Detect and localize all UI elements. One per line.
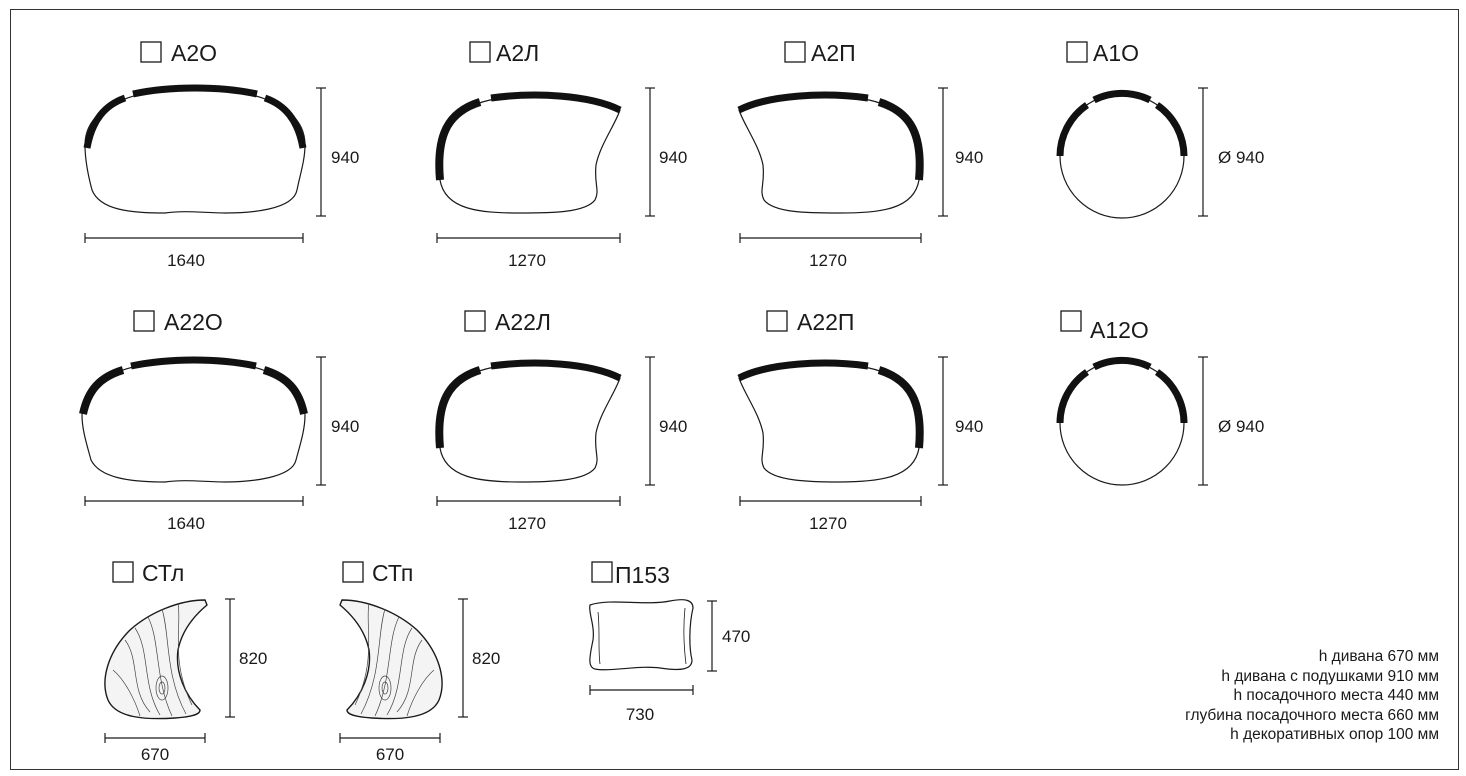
module-stp: СТп 820 670	[339, 560, 500, 764]
backrest-segment	[1056, 369, 1090, 424]
diameter-label: Ø 940	[1218, 148, 1264, 167]
backrest-segment	[435, 366, 482, 449]
backrest-segment	[490, 359, 622, 382]
module-code: А22П	[797, 309, 854, 335]
backrest-segment	[737, 359, 869, 382]
width-label: 1640	[167, 251, 205, 270]
backrest-segment	[737, 91, 869, 114]
module-a12o: А12О Ø 940	[1056, 310, 1264, 486]
width-label: 1640	[167, 514, 205, 533]
backrest-segment	[877, 366, 924, 449]
spec-line: h дивана 670 мм	[1318, 648, 1439, 665]
seat-outline	[738, 95, 921, 214]
specifications-block: h дивана 670 мм h дивана с подушками 910…	[1185, 647, 1439, 745]
module-a2o: А2О 940 1640	[83, 40, 359, 270]
backrest-segment	[1092, 89, 1152, 104]
side-table-outline	[104, 599, 208, 720]
height-label: 940	[331, 148, 359, 167]
seat-outline	[438, 363, 621, 483]
module-a22p: А22П 940 1270	[737, 309, 983, 533]
height-label: 470	[722, 627, 750, 646]
seat-outline	[81, 359, 306, 483]
module-code: А12О	[1090, 317, 1149, 343]
backrest-segment	[1154, 369, 1188, 424]
backrest-segment	[877, 98, 924, 181]
wood-grain-texture	[354, 602, 435, 717]
height-label: 940	[659, 417, 687, 436]
backrest-segment	[1056, 102, 1090, 157]
module-checkbox[interactable]	[1060, 310, 1082, 332]
width-label: 1270	[809, 514, 847, 533]
module-code: А22О	[164, 309, 223, 335]
height-label: 940	[955, 148, 983, 167]
backrest-segment	[1154, 102, 1188, 157]
module-stl: СТл 820 670	[104, 560, 267, 764]
cushion-outline	[589, 599, 694, 671]
module-checkbox[interactable]	[469, 41, 491, 63]
module-a2l: А2Л 940 1270	[435, 40, 687, 270]
backrest-segment	[83, 94, 127, 149]
module-checkbox[interactable]	[464, 310, 486, 332]
module-a22o: А22О 940 1640	[79, 309, 359, 533]
module-checkbox[interactable]	[133, 310, 155, 332]
module-a22l: А22Л 940 1270	[435, 309, 687, 533]
height-label: 940	[659, 148, 687, 167]
spec-line: глубина посадочного места 660 мм	[1185, 706, 1439, 724]
module-checkbox[interactable]	[784, 41, 806, 63]
side-table-outline	[339, 599, 443, 720]
module-a1o: А1О Ø 940	[1056, 40, 1264, 219]
width-label: 670	[141, 745, 169, 764]
width-label: 730	[626, 705, 654, 724]
module-checkbox[interactable]	[766, 310, 788, 332]
backrest-segment	[132, 84, 258, 98]
module-checkbox[interactable]	[112, 561, 134, 583]
width-label: 670	[376, 745, 404, 764]
seat-outline	[438, 95, 621, 214]
height-label: 820	[472, 649, 500, 668]
cushion-seam	[597, 611, 601, 665]
backrest-segment	[130, 356, 257, 370]
spec-line: h дивана с подушками 910 мм	[1221, 667, 1439, 685]
backrest-segment	[79, 366, 125, 415]
wood-grain-texture	[112, 602, 193, 717]
drawing-frame	[10, 9, 1459, 770]
width-label: 1270	[809, 251, 847, 270]
width-label: 1270	[508, 514, 546, 533]
module-code: А2Л	[496, 40, 539, 66]
backrest-segment	[1092, 356, 1152, 371]
backrest-segment	[490, 91, 622, 114]
height-label: 940	[331, 417, 359, 436]
spec-line: h посадочного места 440 мм	[1233, 687, 1440, 705]
module-code: П153	[615, 562, 670, 588]
module-code: А2П	[811, 40, 856, 66]
module-checkbox[interactable]	[140, 41, 162, 63]
module-a2p: А2П 940 1270	[737, 40, 983, 270]
seat-outline	[738, 363, 921, 483]
width-label: 1270	[508, 251, 546, 270]
module-code: А1О	[1093, 40, 1139, 66]
module-p153: П153 470 730	[589, 561, 750, 724]
spec-line: h декоративных опор 100 мм	[1230, 726, 1439, 744]
module-checkbox[interactable]	[342, 561, 364, 583]
module-code: А22Л	[495, 309, 551, 335]
module-code: СТп	[372, 560, 413, 586]
backrest-segment	[435, 98, 482, 181]
module-code: А2О	[171, 40, 217, 66]
module-code: СТл	[142, 560, 184, 586]
module-checkbox[interactable]	[1066, 41, 1088, 63]
height-label: 940	[955, 417, 983, 436]
seat-outline	[84, 87, 306, 214]
diameter-label: Ø 940	[1218, 417, 1264, 436]
backrest-segment	[262, 366, 308, 415]
cushion-seam	[683, 607, 687, 665]
backrest-segment	[263, 94, 307, 149]
module-checkbox[interactable]	[591, 561, 613, 583]
height-label: 820	[239, 649, 267, 668]
